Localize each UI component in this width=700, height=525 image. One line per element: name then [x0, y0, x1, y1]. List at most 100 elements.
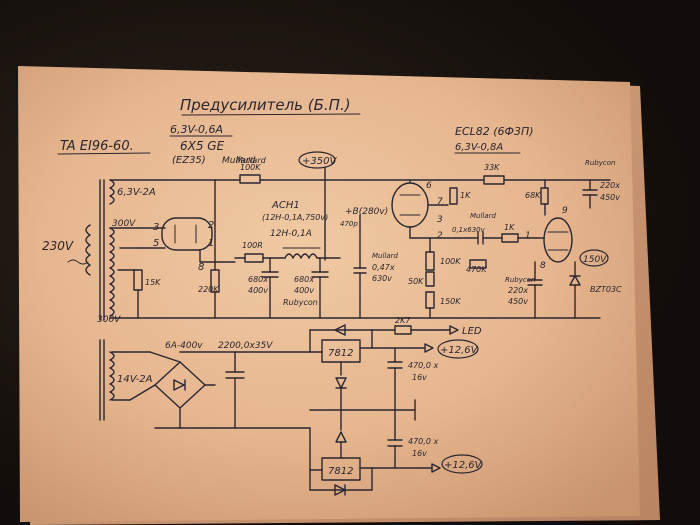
c-680-a-voltage: 400v: [248, 286, 268, 295]
r-100r-label: 100R: [242, 241, 263, 250]
rectifier-alt: (EZ35): [172, 155, 206, 166]
zener-label: BZT03C: [590, 285, 622, 294]
paper-sheet: [18, 66, 640, 522]
c-220-b-voltage: 450v: [508, 297, 528, 306]
out-12-6-b-badge: [441, 454, 483, 474]
r-33k-label: 33K: [484, 163, 500, 172]
brand-rubycon-c: Rubycon: [505, 276, 535, 284]
r-15k-label: 15K: [145, 278, 161, 287]
primary-voltage: 230V: [42, 239, 74, 253]
out-12-6-b-label: +12,6V: [444, 460, 483, 471]
rectifier-brand: Mullard: [222, 156, 256, 166]
brand-mullard-3: Mullard: [470, 212, 497, 220]
c-0-47-label: 0,47x: [372, 263, 395, 272]
resistor-100k-top: [239, 174, 261, 184]
r-470k-label: 470K: [466, 265, 487, 274]
c-470-b-voltage: 16v: [412, 449, 427, 458]
r-150k-label: 150K: [440, 297, 461, 306]
hv-a-voltage: 300V: [112, 219, 136, 229]
primary-winding: [85, 224, 91, 276]
resistor-1k-a: [449, 187, 458, 205]
pin-2: 2: [208, 220, 214, 231]
triode-tube-b: [543, 217, 573, 263]
diagram-title: Предусилитель (Б.П.): [180, 96, 351, 114]
lv-voltage: 14V-2A: [117, 374, 153, 385]
out-150-badge: [579, 249, 609, 267]
r-50k-label: 50K: [408, 277, 424, 286]
pin-7: 7: [437, 197, 443, 207]
c-0-47-voltage: 630v: [372, 274, 392, 283]
resistor-470k: [469, 259, 487, 269]
heater-winding: [109, 179, 115, 205]
r-1k-b-label: 1K: [504, 223, 515, 232]
bridge-diode-symbol: [173, 379, 185, 391]
pin-5: 5: [153, 238, 159, 249]
r-68k-label: 68K: [525, 191, 541, 200]
pin-9: 9: [562, 206, 568, 216]
out-150-label: 150V: [583, 255, 607, 265]
b-plus-label: +350V: [302, 156, 337, 167]
hv-b-voltage: 300V: [97, 315, 121, 325]
r-100k-top-label: 100K: [240, 163, 261, 172]
b-plus-badge: [298, 151, 336, 169]
pin-8b: 8: [540, 261, 546, 271]
pin-2b: 2: [437, 231, 443, 241]
led-arrow: [449, 325, 459, 335]
c-470-a-label: 470,0 x: [408, 361, 438, 370]
lv-winding: [109, 351, 115, 401]
pin-3: 3: [153, 222, 159, 233]
r-1k-a-label: 1K: [460, 191, 471, 200]
r-100k-mid-label: 100K: [440, 257, 461, 266]
c-680-b-voltage: 400v: [294, 286, 314, 295]
c-680-b-label: 680x: [294, 275, 314, 284]
c-680-a-label: 680x: [248, 275, 268, 284]
pin-3b: 3: [437, 215, 443, 225]
pin-1b: 1: [525, 231, 531, 241]
choke-spec2: 12H-0,1A: [270, 229, 312, 239]
potentiometer-50k: [425, 271, 435, 287]
b-plus-2-label: +B(280v): [345, 207, 388, 217]
r-220k-label: 220K: [198, 285, 219, 294]
transformer-label: TA EI96-60.: [60, 139, 134, 154]
pin-8: 8: [198, 262, 204, 273]
pin-6: 6: [426, 181, 432, 191]
brand-mullard-2: Mullard: [372, 252, 399, 260]
out-12-6-a-label: +12,6V: [440, 345, 479, 356]
brand-rubycon-a: Rubycon: [283, 298, 318, 307]
rectifier-type: 6X5 GE: [180, 139, 225, 153]
choke-label: ACH1: [271, 200, 300, 211]
reg-a-label: 7812: [328, 348, 353, 359]
c-2200-label: 2200,0x35V: [218, 341, 273, 351]
regulator-7812-b: [321, 457, 361, 481]
heater-voltage: 6,3V-2A: [117, 187, 156, 198]
c-0-1-label: 0,1x630v: [452, 226, 486, 234]
rectifier-spec: 6,3V-0,6A: [170, 123, 223, 136]
triode-type: ECL82 (6Ф3П): [455, 125, 534, 138]
c-470-a-voltage: 16v: [412, 373, 427, 382]
out-arrow-b: [431, 463, 441, 473]
brand-rubycon-b: Rubycon: [585, 159, 615, 167]
resistor-100k-mid: [425, 251, 435, 271]
diode-mid-a: [335, 377, 347, 389]
choke-spec: (12H-0,1A,750v): [262, 213, 328, 222]
c-220-b-label: 220x: [508, 286, 528, 295]
r-2k7-label: 2K7: [395, 316, 411, 325]
c-470-b-label: 470,0 x: [408, 437, 438, 446]
choke-inductor: [284, 253, 318, 259]
c-470p-label: 470p: [340, 220, 358, 228]
brand-mullard: Mullard: [236, 156, 267, 165]
mains-symbol: [67, 259, 89, 265]
bridge-label: 6A-400v: [165, 341, 203, 351]
rectifier-tube: [161, 217, 213, 251]
out-12-6-a-badge: [437, 339, 479, 359]
triode-spec: 6,3V-0,8A: [455, 142, 503, 153]
out-arrow-a: [424, 343, 434, 353]
reg-b-label: 7812: [328, 466, 353, 477]
c-220-a-label: 220x: [600, 181, 620, 190]
c-220-a-voltage: 450v: [600, 193, 620, 202]
pin-1: 1: [208, 238, 214, 249]
hv-winding: [109, 227, 115, 317]
led-label: LED: [462, 326, 482, 337]
